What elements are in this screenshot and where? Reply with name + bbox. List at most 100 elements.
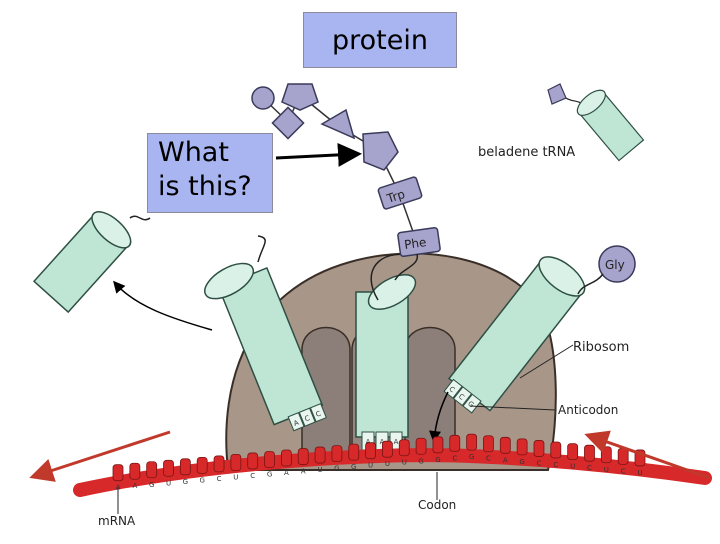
release-arrow (113, 280, 213, 331)
amino-acid-unit (281, 83, 319, 111)
mrna-base: G (469, 453, 474, 461)
mrna-base: U (368, 462, 373, 470)
trna-released (32, 211, 132, 314)
mrna-base: C (553, 461, 558, 469)
anticodon-base: C (457, 392, 466, 401)
mrna-base-tooth (516, 438, 528, 456)
mrna-base: G (149, 481, 154, 489)
mrna-base: G (418, 457, 423, 465)
mrna-base-tooth (584, 444, 595, 462)
codon-label: Codon (418, 498, 456, 512)
mrna-base: A (116, 484, 121, 492)
mrna-direction-arrow-right (584, 430, 711, 480)
mrna-base-tooth (466, 433, 478, 451)
mrna-base-tooth (483, 435, 494, 453)
loaded-trna-label: beladene tRNA (478, 145, 575, 160)
mrna-base: A (301, 468, 306, 476)
anticodon-base: C (304, 414, 312, 423)
mrna-base: G (519, 458, 524, 466)
mrna-base-tooth (297, 448, 309, 465)
anticodon-base: A (394, 438, 399, 446)
loaded-trna-icon (547, 83, 645, 162)
mrna-base-tooth (398, 439, 410, 457)
mrna-base: G (351, 463, 356, 471)
question-box: What is this? (147, 133, 273, 213)
mrna-base-tooth (415, 437, 427, 455)
mrna-base-tooth (112, 464, 124, 482)
ribosome-label: Ribosom (573, 340, 629, 355)
mrna-base: A (132, 482, 137, 490)
mrna-base-tooth (331, 445, 343, 463)
entry-arrow (429, 391, 449, 443)
mrna-base-tooth (280, 449, 292, 467)
protein-label-box: protein (303, 12, 457, 68)
amino-acid-phe-label: Phe (403, 235, 427, 252)
mrna-base-tooth (617, 447, 629, 465)
question-line-2: is this? (158, 171, 252, 202)
protein-label: protein (332, 24, 428, 56)
anticodon-base: C (315, 410, 323, 419)
mrna-base-tooth (247, 452, 259, 470)
mrna-base: U (318, 466, 323, 474)
mrna-base-tooth (129, 462, 141, 480)
mrna-base-tooth (600, 446, 612, 464)
mrna-base: U (233, 473, 238, 481)
anticodon-label: Anticodon (558, 403, 618, 417)
question-pointer-arrow (275, 142, 362, 167)
amino-acid-trp (377, 176, 423, 210)
anticodon-base: A (292, 419, 300, 428)
mrna-base-tooth (382, 440, 393, 458)
anticodon-base: C (447, 385, 456, 394)
mrna-base-tooth (264, 451, 275, 468)
mrna-base-tooth (499, 436, 511, 454)
mrna-base: C (452, 454, 457, 462)
amino-acid-unit (251, 86, 275, 110)
mrna-base: A (503, 456, 508, 464)
amino-acid-gly-label: Gly (605, 258, 625, 272)
mrna-base: U (637, 469, 642, 477)
mrna-base-tooth (550, 441, 562, 459)
mrna-base: G (267, 470, 272, 478)
mrna-base: C (486, 455, 491, 463)
mrna-base: U (570, 463, 575, 471)
amino-acid-unit (362, 131, 399, 171)
anticodon-base: A (366, 438, 371, 446)
mrna-base-tooth (213, 455, 225, 473)
amino-acid-unit (271, 106, 305, 140)
mrna-base: G (334, 465, 339, 473)
amino-acid-gly (598, 245, 636, 283)
mrna-base-tooth (146, 461, 158, 479)
mrna-base: C (537, 459, 542, 467)
mrna-direction-arrow-left (29, 430, 171, 482)
mrna-base-tooth (230, 454, 242, 471)
mrna-base: U (604, 466, 609, 474)
mrna-base-tooth (432, 436, 444, 454)
mrna-base-tooth (163, 459, 174, 477)
mrna-base-tooth (567, 443, 579, 461)
mrna-base-tooth (348, 443, 360, 461)
mrna-base: C (621, 467, 626, 475)
mrna-base: U (402, 459, 407, 467)
amino-acid-phe (397, 226, 441, 258)
amino-acid-trp-label: Trp (384, 187, 407, 206)
mrna-base-tooth (365, 442, 376, 460)
mrna-base: G (435, 456, 440, 464)
mrna-base: C (250, 472, 255, 480)
question-line-1: What (158, 137, 229, 168)
mrna-base: C (587, 464, 592, 472)
mrna-base-tooth (533, 440, 545, 457)
protein-chain: Trp Phe (251, 83, 441, 281)
trna-middle (355, 253, 417, 438)
trna-entering: C C G (443, 256, 586, 414)
mrna-base: U (166, 479, 171, 487)
mrna-base-tooth (196, 456, 208, 474)
anticodon-base: A (380, 438, 385, 446)
mrna-base-tooth (179, 458, 191, 476)
mrna-base: G (199, 476, 204, 484)
trna-exiting: A C C (204, 262, 327, 432)
mrna-base: G (183, 478, 188, 486)
